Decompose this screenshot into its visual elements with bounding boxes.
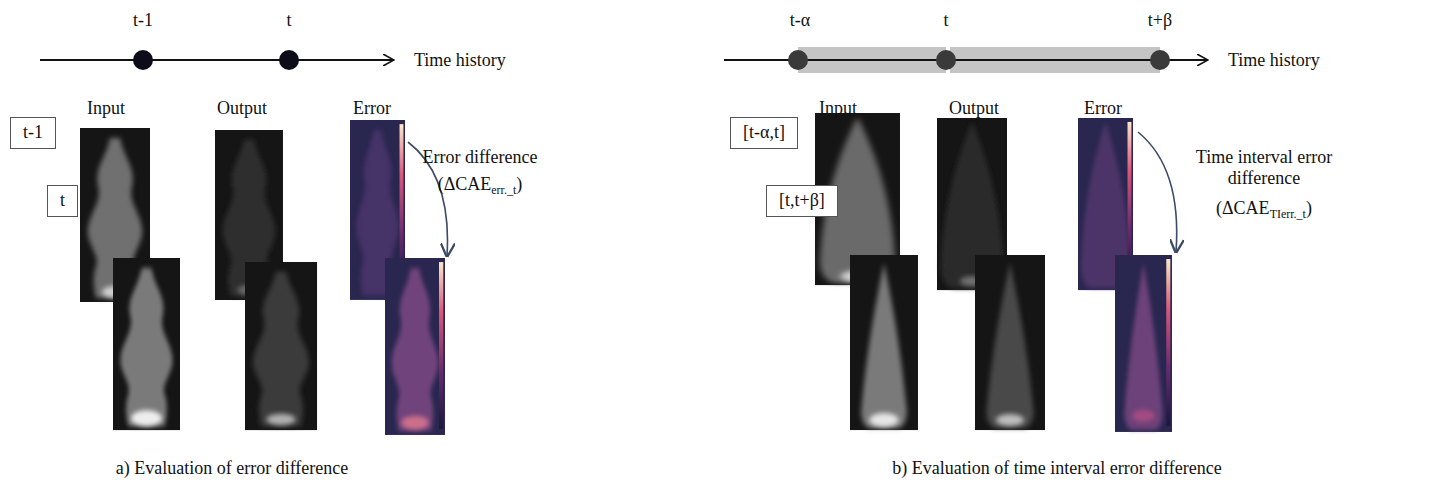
formula: ): [1306, 198, 1312, 218]
time-label-box: t-1: [10, 117, 56, 149]
column-head: Input: [819, 98, 857, 119]
time-mark: t-1: [133, 10, 153, 31]
box-text: [t,t+β]: [779, 190, 825, 210]
axis-label: Time history: [1228, 50, 1320, 71]
box-text: t: [60, 190, 65, 210]
arrow-label: Time interval error difference: [1189, 147, 1339, 188]
box-text: t-1: [23, 122, 43, 142]
column-head: Error: [1084, 98, 1122, 119]
caption: b) Evaluation of time interval error dif…: [892, 458, 1222, 479]
axis-label: Time history: [414, 50, 506, 71]
time-label-box: [t-α,t]: [730, 117, 798, 149]
column-head: Output: [217, 98, 267, 119]
time-mark: t: [286, 10, 291, 31]
time-mark: t-α: [790, 10, 810, 31]
time-mark: t+β: [1148, 10, 1172, 31]
time-mark: t: [943, 10, 948, 31]
column-head: Input: [87, 98, 125, 119]
formula: (ΔCAE: [1216, 198, 1270, 218]
box-text: [t-α,t]: [743, 122, 785, 142]
formula: ): [516, 174, 522, 194]
caption: a) Evaluation of error difference: [116, 458, 349, 479]
time-label-box: [t,t+β]: [766, 185, 838, 217]
column-head: Error: [353, 98, 391, 119]
formula-group: (ΔCAEerr._t): [438, 174, 523, 198]
formula-subscript: err._t: [491, 183, 516, 197]
time-label-box: t: [47, 185, 78, 217]
column-head: Output: [949, 98, 999, 119]
formula: (ΔCAE: [438, 174, 492, 194]
formula-subscript: TIerr._t: [1270, 207, 1306, 221]
arrow-label: Error difference: [422, 147, 537, 168]
formula-group: (ΔCAETIerr._t): [1216, 198, 1312, 222]
